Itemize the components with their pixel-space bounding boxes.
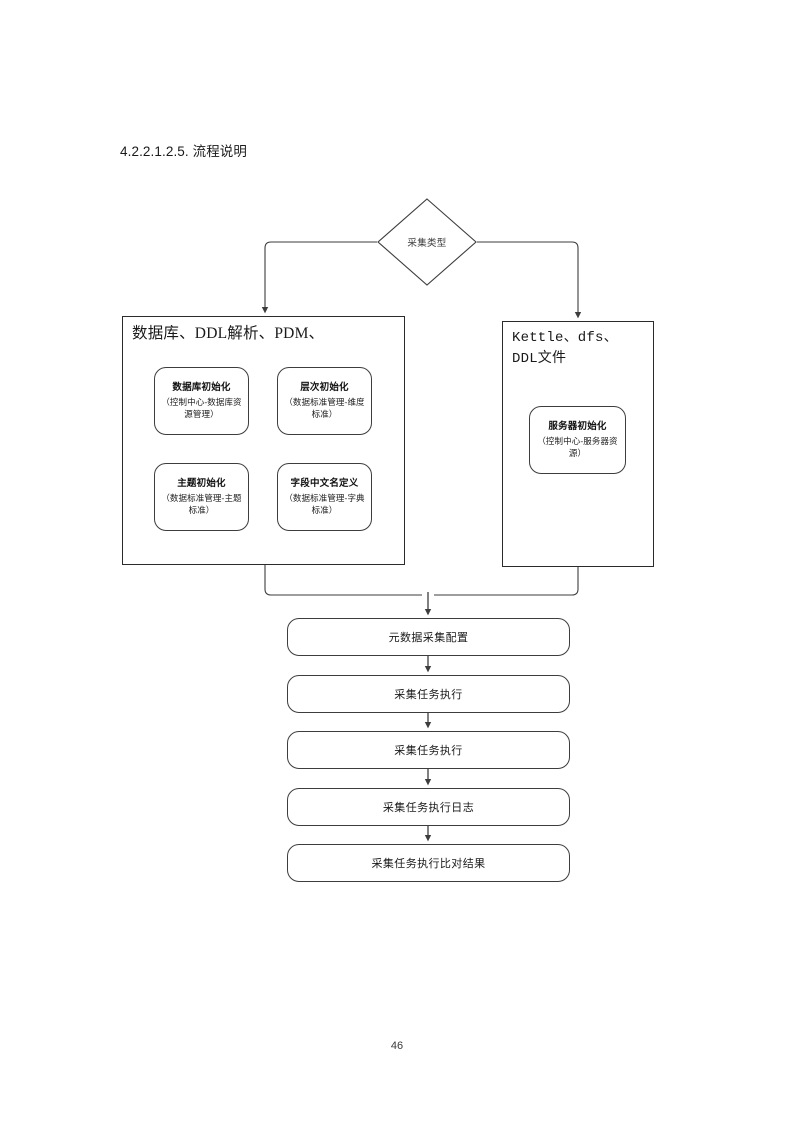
connector-decision-to-left-group (261, 241, 377, 314)
step-box-collection-task-log[interactable]: 采集任务执行日志 (287, 788, 570, 826)
decision-node[interactable]: 采集类型 (377, 198, 477, 286)
group-right-title-line1: Kettle、dfs、 (512, 330, 618, 346)
decision-label: 采集类型 (407, 239, 447, 249)
connector-left-group-to-merge (264, 565, 422, 596)
task-title: 主题初始化 (177, 479, 226, 489)
connector-right-group-to-merge (434, 567, 579, 596)
step-box-collection-task-compare-result[interactable]: 采集任务执行比对结果 (287, 844, 570, 882)
task-box-subject-init[interactable]: 主题初始化 （数据标准管理-主题标准） (154, 463, 249, 531)
task-subtitle: （数据标准管理-字典标准） (284, 493, 365, 515)
task-subtitle: （控制中心-数据库资源管理） (161, 397, 242, 419)
task-title: 数据库初始化 (172, 383, 231, 393)
step-box-metadata-collection-config[interactable]: 元数据采集配置 (287, 618, 570, 656)
group-left-title: 数据库、DDL解析、PDM、 (132, 325, 325, 342)
task-title: 字段中文名定义 (290, 479, 359, 489)
task-subtitle: （数据标准管理-主题标准） (161, 493, 242, 515)
task-title: 层次初始化 (300, 383, 349, 393)
group-box-right[interactable]: Kettle、dfs、 DDL文件 (502, 321, 654, 567)
task-box-server-init[interactable]: 服务器初始化 （控制中心-服务器资源） (529, 406, 626, 474)
task-subtitle: （控制中心-服务器资源） (537, 436, 618, 458)
group-right-title: Kettle、dfs、 DDL文件 (512, 328, 647, 370)
diamond-shape (377, 198, 477, 286)
step-box-collection-task-execution-1[interactable]: 采集任务执行 (287, 675, 570, 713)
task-title: 服务器初始化 (548, 422, 607, 432)
task-box-field-chinese-name[interactable]: 字段中文名定义 （数据标准管理-字典标准） (277, 463, 372, 531)
step-box-collection-task-execution-2[interactable]: 采集任务执行 (287, 731, 570, 769)
group-right-title-line2: DDL文件 (512, 351, 567, 367)
task-box-level-init[interactable]: 层次初始化 （数据标准管理-维度标准） (277, 367, 372, 435)
task-subtitle: （数据标准管理-维度标准） (284, 397, 365, 419)
connector-decision-to-right-group (477, 241, 582, 319)
task-box-database-init[interactable]: 数据库初始化 （控制中心-数据库资源管理） (154, 367, 249, 435)
page-number: 46 (390, 1040, 404, 1052)
page-heading: 4.2.2.1.2.5. 流程说明 (120, 144, 248, 159)
